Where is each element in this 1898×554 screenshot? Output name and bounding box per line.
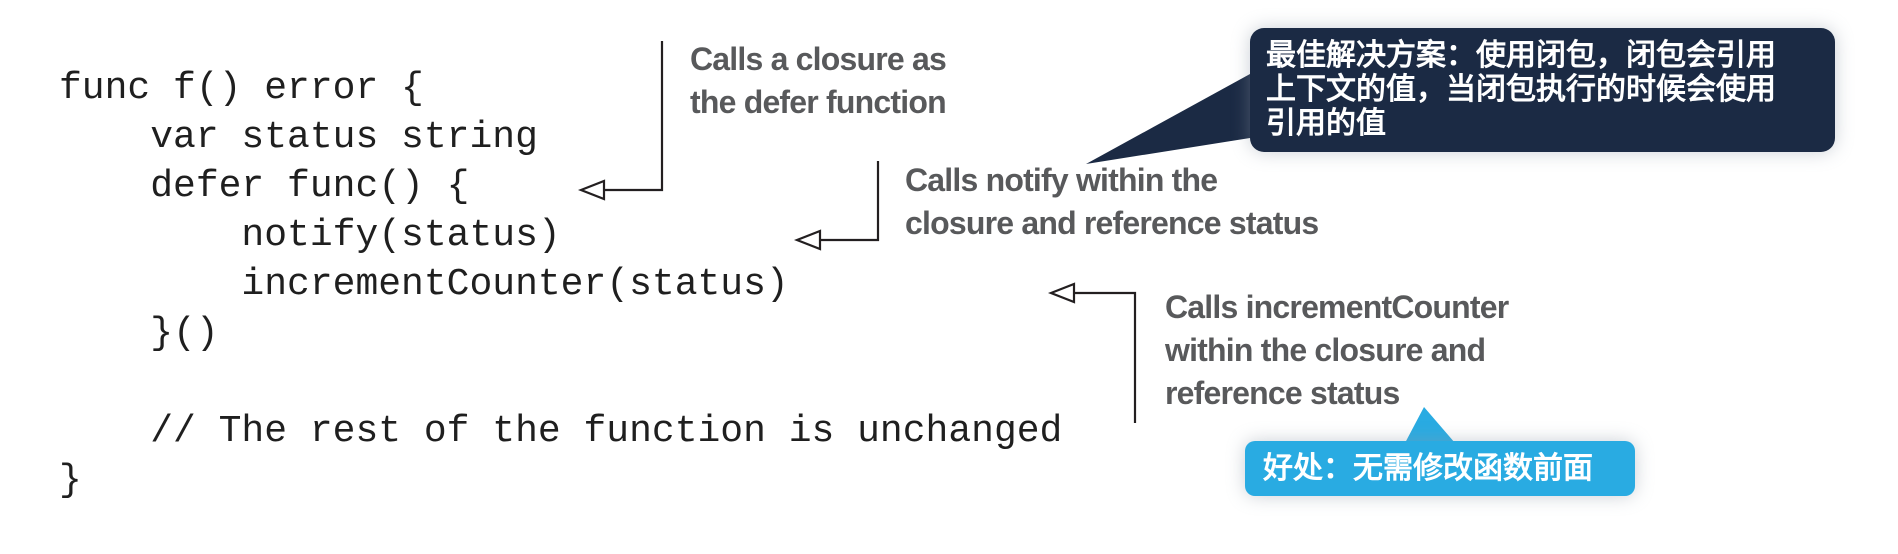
navy-callout-line: 引用的值: [1266, 107, 1386, 140]
annotation-increment: Calls incrementCounter within the closur…: [1165, 286, 1509, 415]
left-arrowhead-icon: [1047, 282, 1076, 304]
arrow-defer-closure: [577, 41, 664, 201]
annotation-notify: Calls notify within the closure and refe…: [905, 159, 1319, 245]
annotation-line: Calls notify within the: [905, 162, 1218, 198]
navy-callout: 最佳解决方案：使用闭包，闭包会引用 上下文的值，当闭包执行的时候会使用 引用的值: [1250, 28, 1835, 152]
blue-callout-tail: [1405, 407, 1455, 443]
navy-callout-line: 上下文的值，当闭包执行的时候会使用: [1266, 73, 1776, 106]
annotation-line: the defer function: [690, 84, 947, 120]
annotation-line: Calls a closure as: [690, 41, 947, 77]
arrow-increment: [1047, 282, 1137, 423]
left-arrowhead-icon: [577, 179, 606, 201]
navy-callout-tail: [1086, 74, 1250, 164]
go-code-block: func f() error { var status string defer…: [59, 67, 1063, 502]
annotation-line: within the closure and: [1165, 332, 1486, 368]
annotation-defer-closure: Calls a closure as the defer function: [690, 38, 947, 124]
blue-callout-text: 好处：无需修改函数前面: [1263, 452, 1593, 485]
navy-callout-line: 最佳解决方案：使用闭包，闭包会引用: [1266, 39, 1776, 72]
annotation-line: Calls incrementCounter: [1165, 289, 1509, 325]
arrow-notify: [793, 161, 880, 251]
annotation-line: reference status: [1165, 375, 1400, 411]
left-arrowhead-icon: [793, 229, 822, 251]
annotation-line: closure and reference status: [905, 205, 1319, 241]
blue-callout: 好处：无需修改函数前面: [1245, 441, 1635, 496]
